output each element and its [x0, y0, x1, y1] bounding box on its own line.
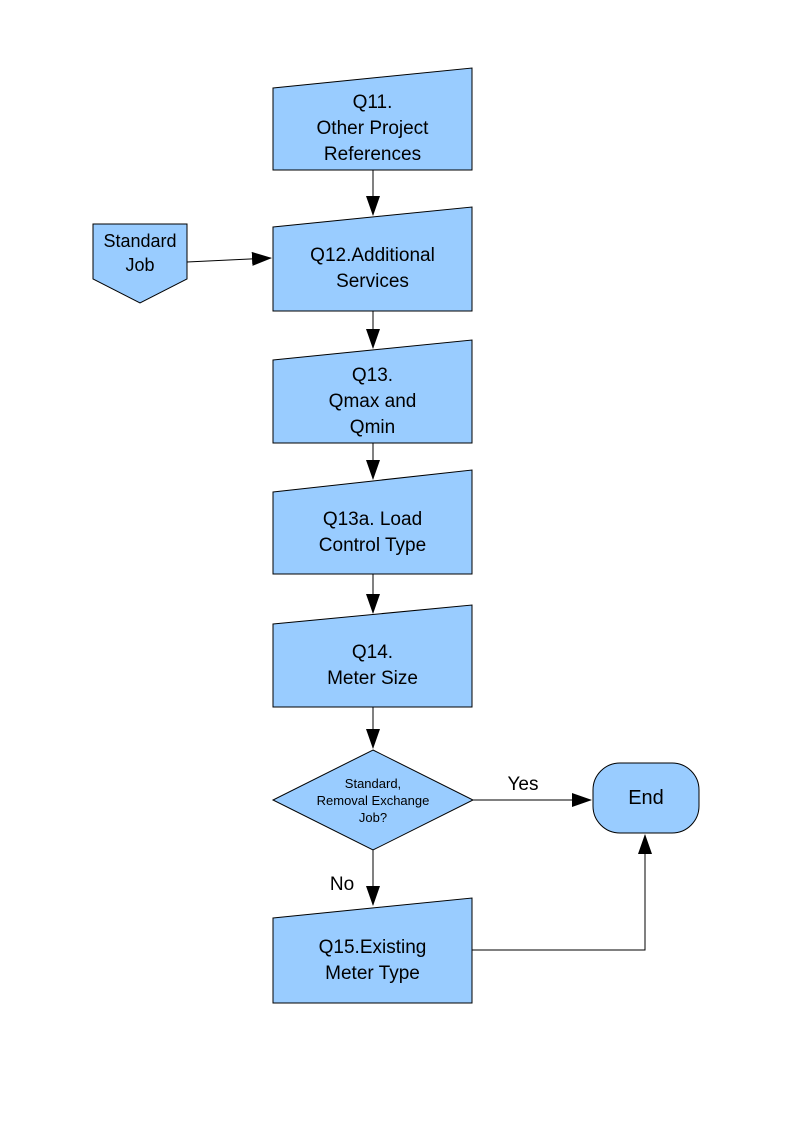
node-end-label: End — [628, 787, 664, 809]
node-decision-shape — [271, 749, 475, 851]
node-q13-shape — [272, 339, 473, 444]
node-q14-shape — [272, 604, 473, 708]
edge-label-no: No — [329, 874, 355, 895]
node-q13-label: Q13. Qmax and Qmin — [328, 364, 417, 438]
node-end-shape — [592, 762, 700, 834]
node-q15-shape — [272, 897, 473, 1004]
node-q12-label: Q12.Additional Services — [310, 245, 435, 292]
edge-q15-end — [472, 834, 652, 951]
node-q11-shape — [272, 67, 473, 171]
node-standard-job-shape — [92, 223, 188, 304]
node-decision-label: Standard, Removal Exchange Job? — [316, 775, 430, 825]
edge-label-yes: Yes — [507, 774, 539, 795]
node-q11-label: Q11. Other Project References — [316, 92, 429, 165]
node-q15-label: Q15.Existing Meter Type — [318, 936, 427, 984]
node-q12-shape — [272, 206, 473, 312]
node-standard-job-label: Standard Job — [103, 231, 177, 275]
node-q13a-shape — [272, 469, 473, 575]
node-q13a-label: Q13a. Load Control Type — [318, 509, 427, 556]
edge-standardjob-q12 — [186, 251, 272, 266]
node-q14-label: Q14. Meter Size — [327, 641, 418, 689]
